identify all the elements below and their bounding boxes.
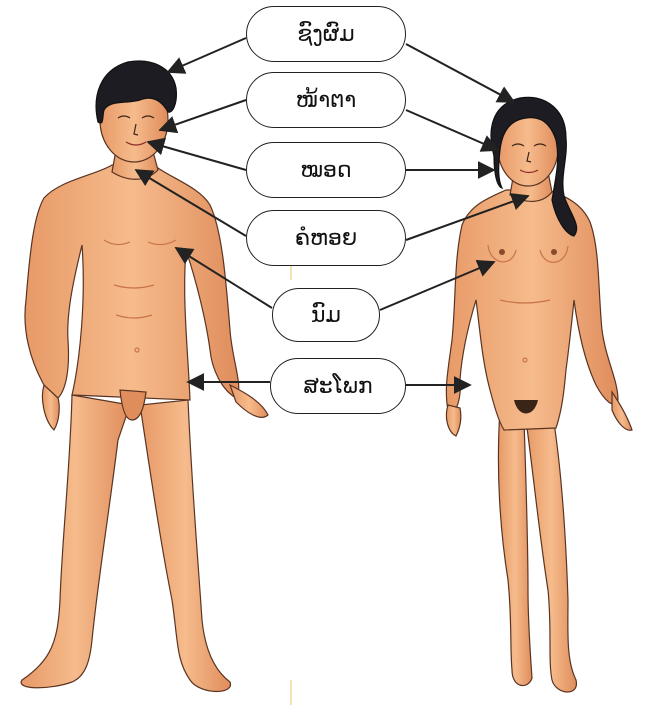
- label-hair-text: ຊົງຜົມ: [297, 22, 354, 47]
- label-face: ໜ້າຕາ: [246, 72, 406, 128]
- label-hair: ຊົງຜົມ: [246, 6, 406, 62]
- female-figure: [446, 97, 632, 692]
- female-right-hand: [612, 392, 632, 430]
- female-torso: [446, 190, 618, 430]
- label-neck-text: ຄໍຫອຍ: [295, 226, 357, 251]
- label-hip-text: ສະໂພກ: [303, 374, 372, 399]
- label-cheek-text: ໝອດ: [300, 158, 351, 183]
- arrow-hair-male: [168, 38, 246, 72]
- arrow-cheek-male: [148, 142, 246, 170]
- arrow-face-female: [406, 110, 498, 150]
- male-right-hand: [230, 385, 268, 417]
- female-left-leg: [498, 410, 532, 686]
- label-nipple-text: ນົມ: [311, 303, 341, 328]
- label-face-text: ໜ້າຕາ: [296, 88, 356, 113]
- male-torso: [25, 165, 239, 400]
- male-figure: [21, 61, 268, 692]
- male-left-leg: [21, 395, 130, 688]
- female-nipple-right: [551, 249, 557, 255]
- male-right-leg: [140, 400, 230, 692]
- label-cheek: ໝອດ: [246, 142, 406, 198]
- female-right-leg: [526, 410, 576, 692]
- label-neck: ຄໍຫອຍ: [246, 210, 406, 266]
- label-nipple: ນົມ: [272, 288, 380, 342]
- female-left-hand: [446, 405, 460, 436]
- arrow-hair-female: [406, 44, 514, 102]
- female-nipple-left: [499, 249, 505, 255]
- label-hip: ສະໂພກ: [270, 358, 406, 414]
